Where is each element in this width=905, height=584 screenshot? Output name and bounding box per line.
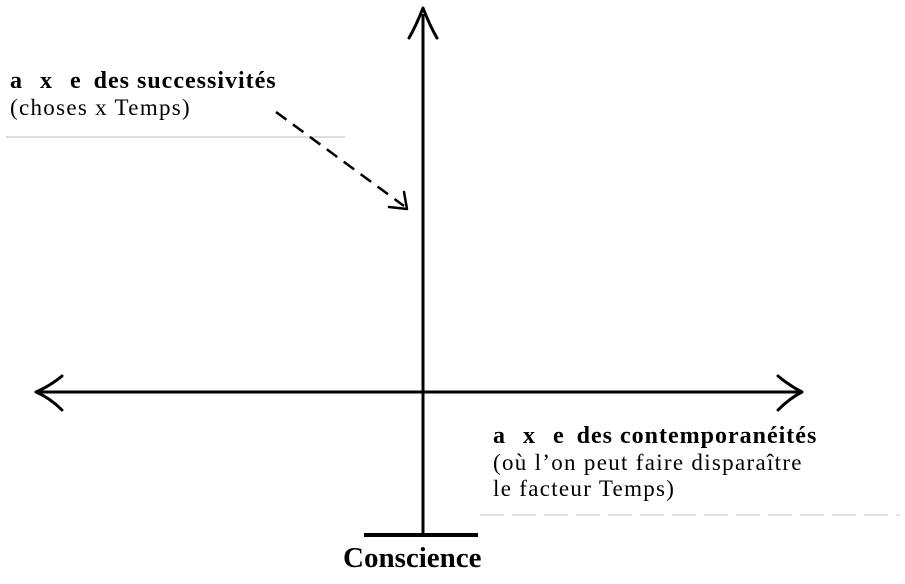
vertical-axis-label-prefix: a x e — [10, 68, 87, 94]
vertical-axis-label-title-text: des successivités — [93, 68, 277, 94]
right-arrowhead — [776, 374, 804, 412]
vertical-axis-arrowhead — [407, 6, 439, 40]
dashed-pointer-arrowhead — [387, 190, 409, 211]
horizontal-axis-label: a x e des contemporanéités (où l’on peut… — [493, 423, 817, 501]
dashed-pointer-arrow — [275, 110, 405, 208]
vertical-axis-label: a x e des successivités (choses x Temps) — [10, 68, 277, 121]
horizontal-axis-label-subtitle-line2: le facteur Temps) — [493, 475, 676, 501]
left-arrowhead — [34, 374, 64, 412]
vertical-axis-label-subtitle: (choses x Temps) — [10, 94, 192, 120]
horizontal-axis-label-title: a x e des contemporanéités — [493, 423, 817, 450]
horizontal-axis-label-prefix: a x e — [493, 423, 570, 449]
horizontal-axis-label-title-text: des contemporanéités — [576, 423, 818, 449]
base-label: Conscience — [343, 542, 482, 574]
horizontal-axis-label-subtitle-line1: (où l’on peut faire disparaître — [493, 449, 803, 475]
vertical-axis-label-title: a x e des successivités — [10, 68, 277, 95]
